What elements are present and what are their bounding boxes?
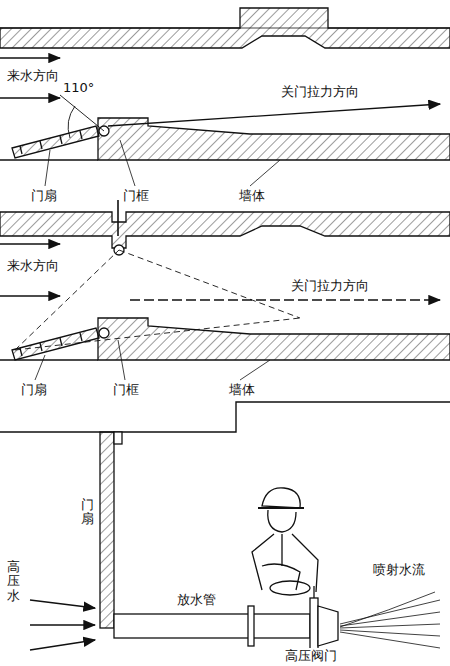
part-label: 门扇 xyxy=(30,188,58,204)
part-label: 墙体 xyxy=(238,188,266,204)
part-label: 关门拉力方向 xyxy=(280,84,360,100)
vertical-label: 高压水 xyxy=(6,560,21,603)
part-label: 门框 xyxy=(122,188,150,204)
part-label: 放水管 xyxy=(176,592,217,608)
part-label: 110° xyxy=(62,80,95,96)
part-label: 门扇 xyxy=(20,382,48,398)
part-label: 来水方向 xyxy=(6,258,60,274)
part-label: 高压阀门 xyxy=(284,648,338,664)
part-label: 门框 xyxy=(112,382,140,398)
vertical-label: 门扇 xyxy=(80,498,95,527)
part-label: 来水方向 xyxy=(6,68,60,84)
part-label: 墙体 xyxy=(228,382,256,398)
part-label: 关门拉力方向 xyxy=(290,278,370,294)
part-label: 喷射水流 xyxy=(372,562,426,578)
